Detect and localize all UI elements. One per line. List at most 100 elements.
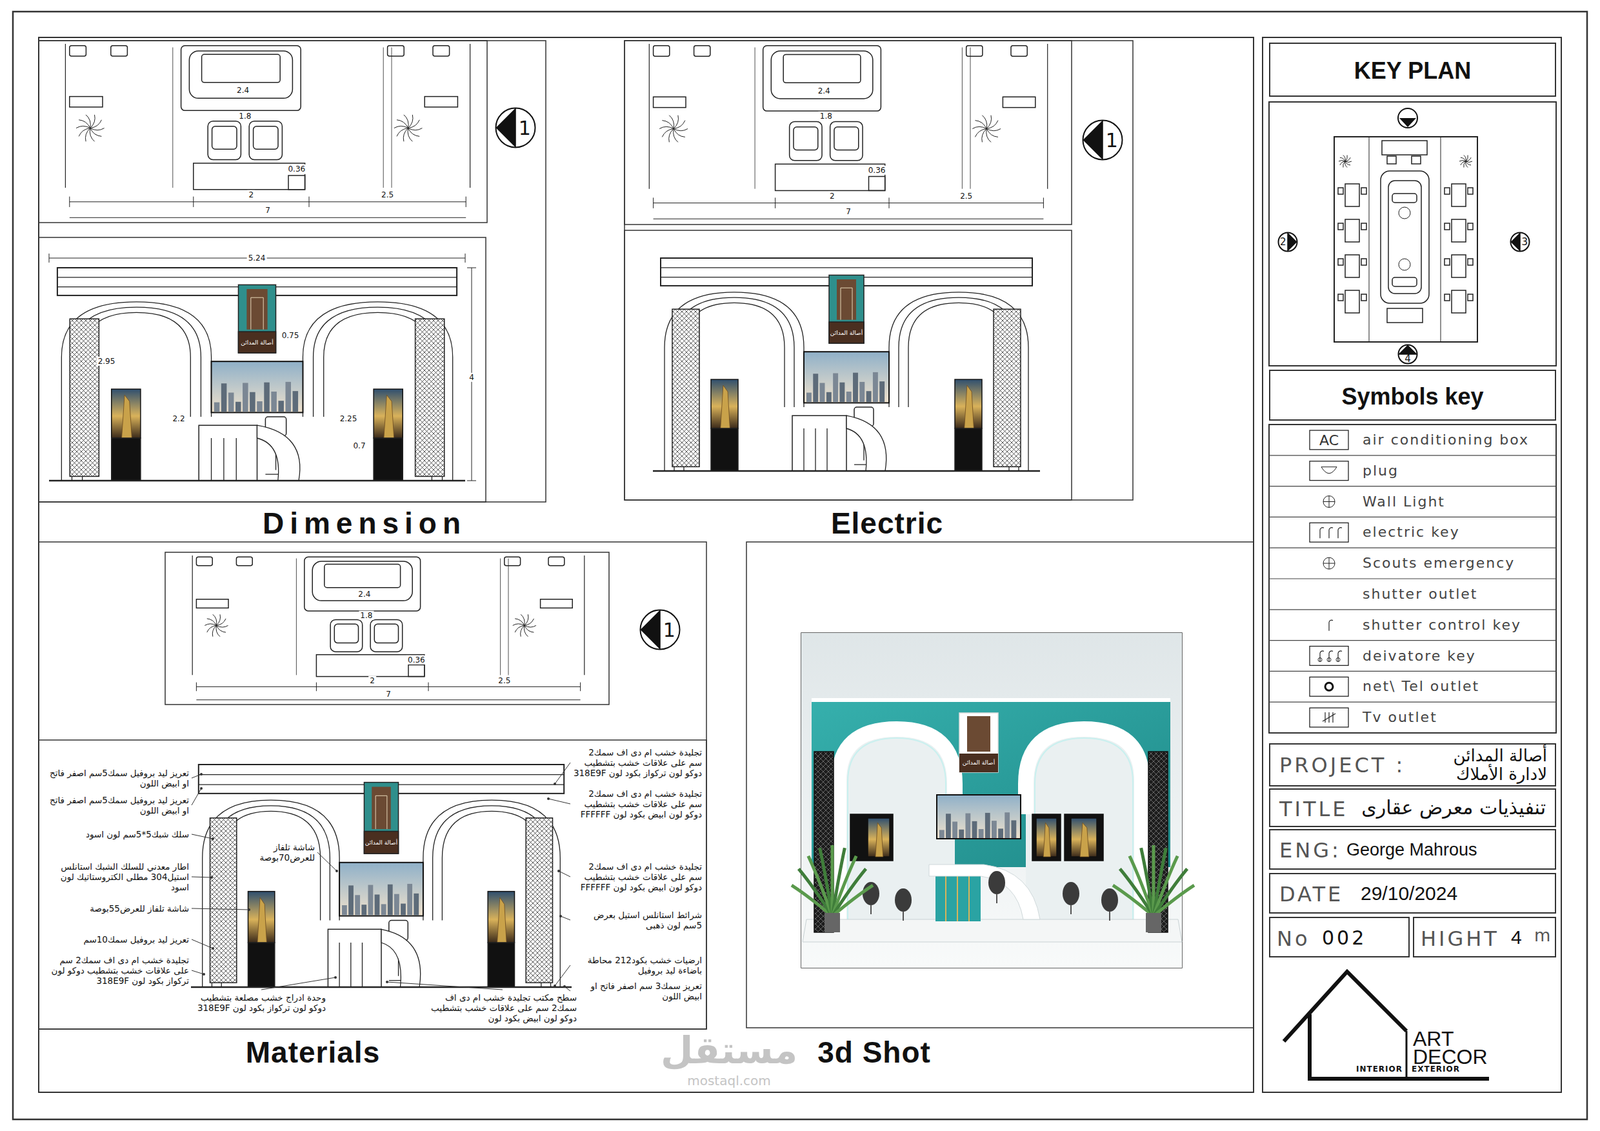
- drawing-line: [1369, 136, 1370, 342]
- plant-symbol: [514, 618, 525, 626]
- drawing-line: [870, 905, 872, 915]
- plant-symbol: [403, 114, 409, 129]
- plant-symbol: [78, 128, 91, 137]
- drawing-rect: [1309, 646, 1349, 666]
- material-note: شرائط استانلس استيل بعرض 5سم لون ذهبى: [572, 909, 702, 931]
- drawing-rect: [207, 121, 241, 160]
- marker-number: 1: [518, 116, 531, 140]
- city-building: [354, 894, 360, 915]
- drawing-rect: [1032, 814, 1061, 861]
- marker-divider: [1519, 232, 1521, 252]
- section-marker: 1: [1081, 119, 1124, 161]
- marker-divider: [514, 108, 517, 148]
- sign-text: أصالة المدائن: [240, 339, 273, 346]
- city-building: [228, 392, 235, 413]
- drawing-rect: [69, 318, 99, 477]
- drawing-rect: [1444, 258, 1450, 266]
- title-block-box: HIGHT4m: [1412, 916, 1557, 958]
- material-note: تعريز ليد بروفيل سمك10سم: [43, 934, 190, 945]
- drawing-line: [192, 196, 194, 208]
- marker-circle: [1278, 232, 1298, 252]
- drawing-rect: [954, 428, 982, 471]
- drawing-line: [1328, 712, 1330, 723]
- marker-divider: [659, 610, 661, 650]
- drawing-rect: [836, 279, 857, 320]
- drawing-path: [350, 942, 351, 988]
- drawing-rect: [189, 50, 293, 99]
- drawing-path: [202, 800, 340, 988]
- city-building: [221, 383, 228, 412]
- leader-dot: [335, 869, 339, 873]
- plant-symbol: [207, 625, 217, 633]
- city-building: [866, 390, 872, 402]
- drawing-line: [1269, 640, 1557, 641]
- leader-line: [191, 876, 212, 878]
- field-name: ENG:: [1279, 838, 1342, 863]
- plant-symbol: [1460, 157, 1466, 162]
- drawing-rect: [1451, 219, 1466, 242]
- drawing-line: [1324, 712, 1326, 723]
- sign-text: أصالة المدائن: [962, 760, 995, 766]
- city-building: [381, 903, 387, 915]
- drawing-rect: [1010, 45, 1028, 57]
- drawing-rect: [1338, 294, 1344, 301]
- drawing-rect: [387, 45, 405, 57]
- dimension-value: 2.25: [338, 414, 359, 424]
- plant-symbol: [524, 625, 537, 628]
- drawing-rect: [1467, 258, 1473, 266]
- marker-arrow: [496, 108, 517, 148]
- drawing-rect: [830, 121, 863, 161]
- dimension-value: 0.75: [280, 330, 301, 340]
- drawing-rect: [710, 428, 739, 471]
- plant-symbol: [1345, 161, 1348, 168]
- poster-screen: [954, 379, 982, 429]
- material-note: تجليدة خشب ام دى اف سمك2 سم على علاقات خ…: [572, 788, 702, 820]
- field-name: TITLE: [1279, 796, 1349, 822]
- sheet-frame: [746, 541, 1254, 1028]
- marker-circle: [496, 108, 536, 148]
- plant-symbol: [90, 120, 102, 129]
- city-building: [270, 391, 277, 412]
- drawing-rect: [1381, 140, 1428, 155]
- section-marker: 1: [639, 609, 681, 651]
- drawing-circle: [1318, 658, 1322, 662]
- plant-symbol: [1465, 161, 1471, 166]
- material-note: ارضيات خشب بكود212 محاطة باضاءة ليد بروف…: [572, 954, 702, 976]
- plant-symbol: [1465, 161, 1468, 168]
- leader-line: [191, 788, 202, 806]
- sign-text: أصالة المدائن: [365, 839, 398, 846]
- plant-symbol: [1465, 157, 1471, 162]
- legend-text: plug: [1362, 462, 1399, 479]
- drawing-rect: [763, 45, 882, 111]
- marker-arrow: [640, 610, 661, 650]
- legend-text: Wall Light: [1362, 493, 1446, 510]
- drawing-rect: [1338, 187, 1344, 195]
- field-name: Symbols key: [1341, 383, 1484, 411]
- material-note: تعريز سمك3 سم اصفر فاتح او ابيض اللون: [572, 980, 702, 1002]
- marker-number: 1: [663, 618, 676, 642]
- plant-symbol: [673, 129, 686, 138]
- title-block-box: ENG:George Mahrous: [1269, 829, 1557, 870]
- drawing-rect: [324, 564, 401, 588]
- drawing-rect: [201, 54, 281, 83]
- logo-wall: [1309, 1014, 1490, 1079]
- drawing-path: [660, 267, 1033, 268]
- marker-circle: [640, 610, 680, 650]
- drawing-path: [803, 428, 804, 471]
- drawing-rect: [967, 716, 991, 752]
- poster-screen: [1036, 818, 1057, 857]
- city-building: [806, 392, 812, 403]
- drawing-line: [970, 47, 971, 189]
- arch-wall: [1025, 729, 1142, 920]
- drawing-rect: [1361, 187, 1367, 195]
- drawing-circle: [1327, 658, 1331, 662]
- drawing-line: [649, 43, 650, 190]
- section-marker-symbol: [1399, 118, 1417, 128]
- field-name: HIGHT: [1420, 926, 1500, 951]
- city-building: [939, 829, 945, 839]
- drawing-path: [381, 929, 421, 988]
- drawing-path: [257, 425, 300, 481]
- plant-symbol: [1343, 154, 1346, 162]
- drawing-path: [375, 795, 388, 830]
- drawing-rect: [1451, 290, 1466, 313]
